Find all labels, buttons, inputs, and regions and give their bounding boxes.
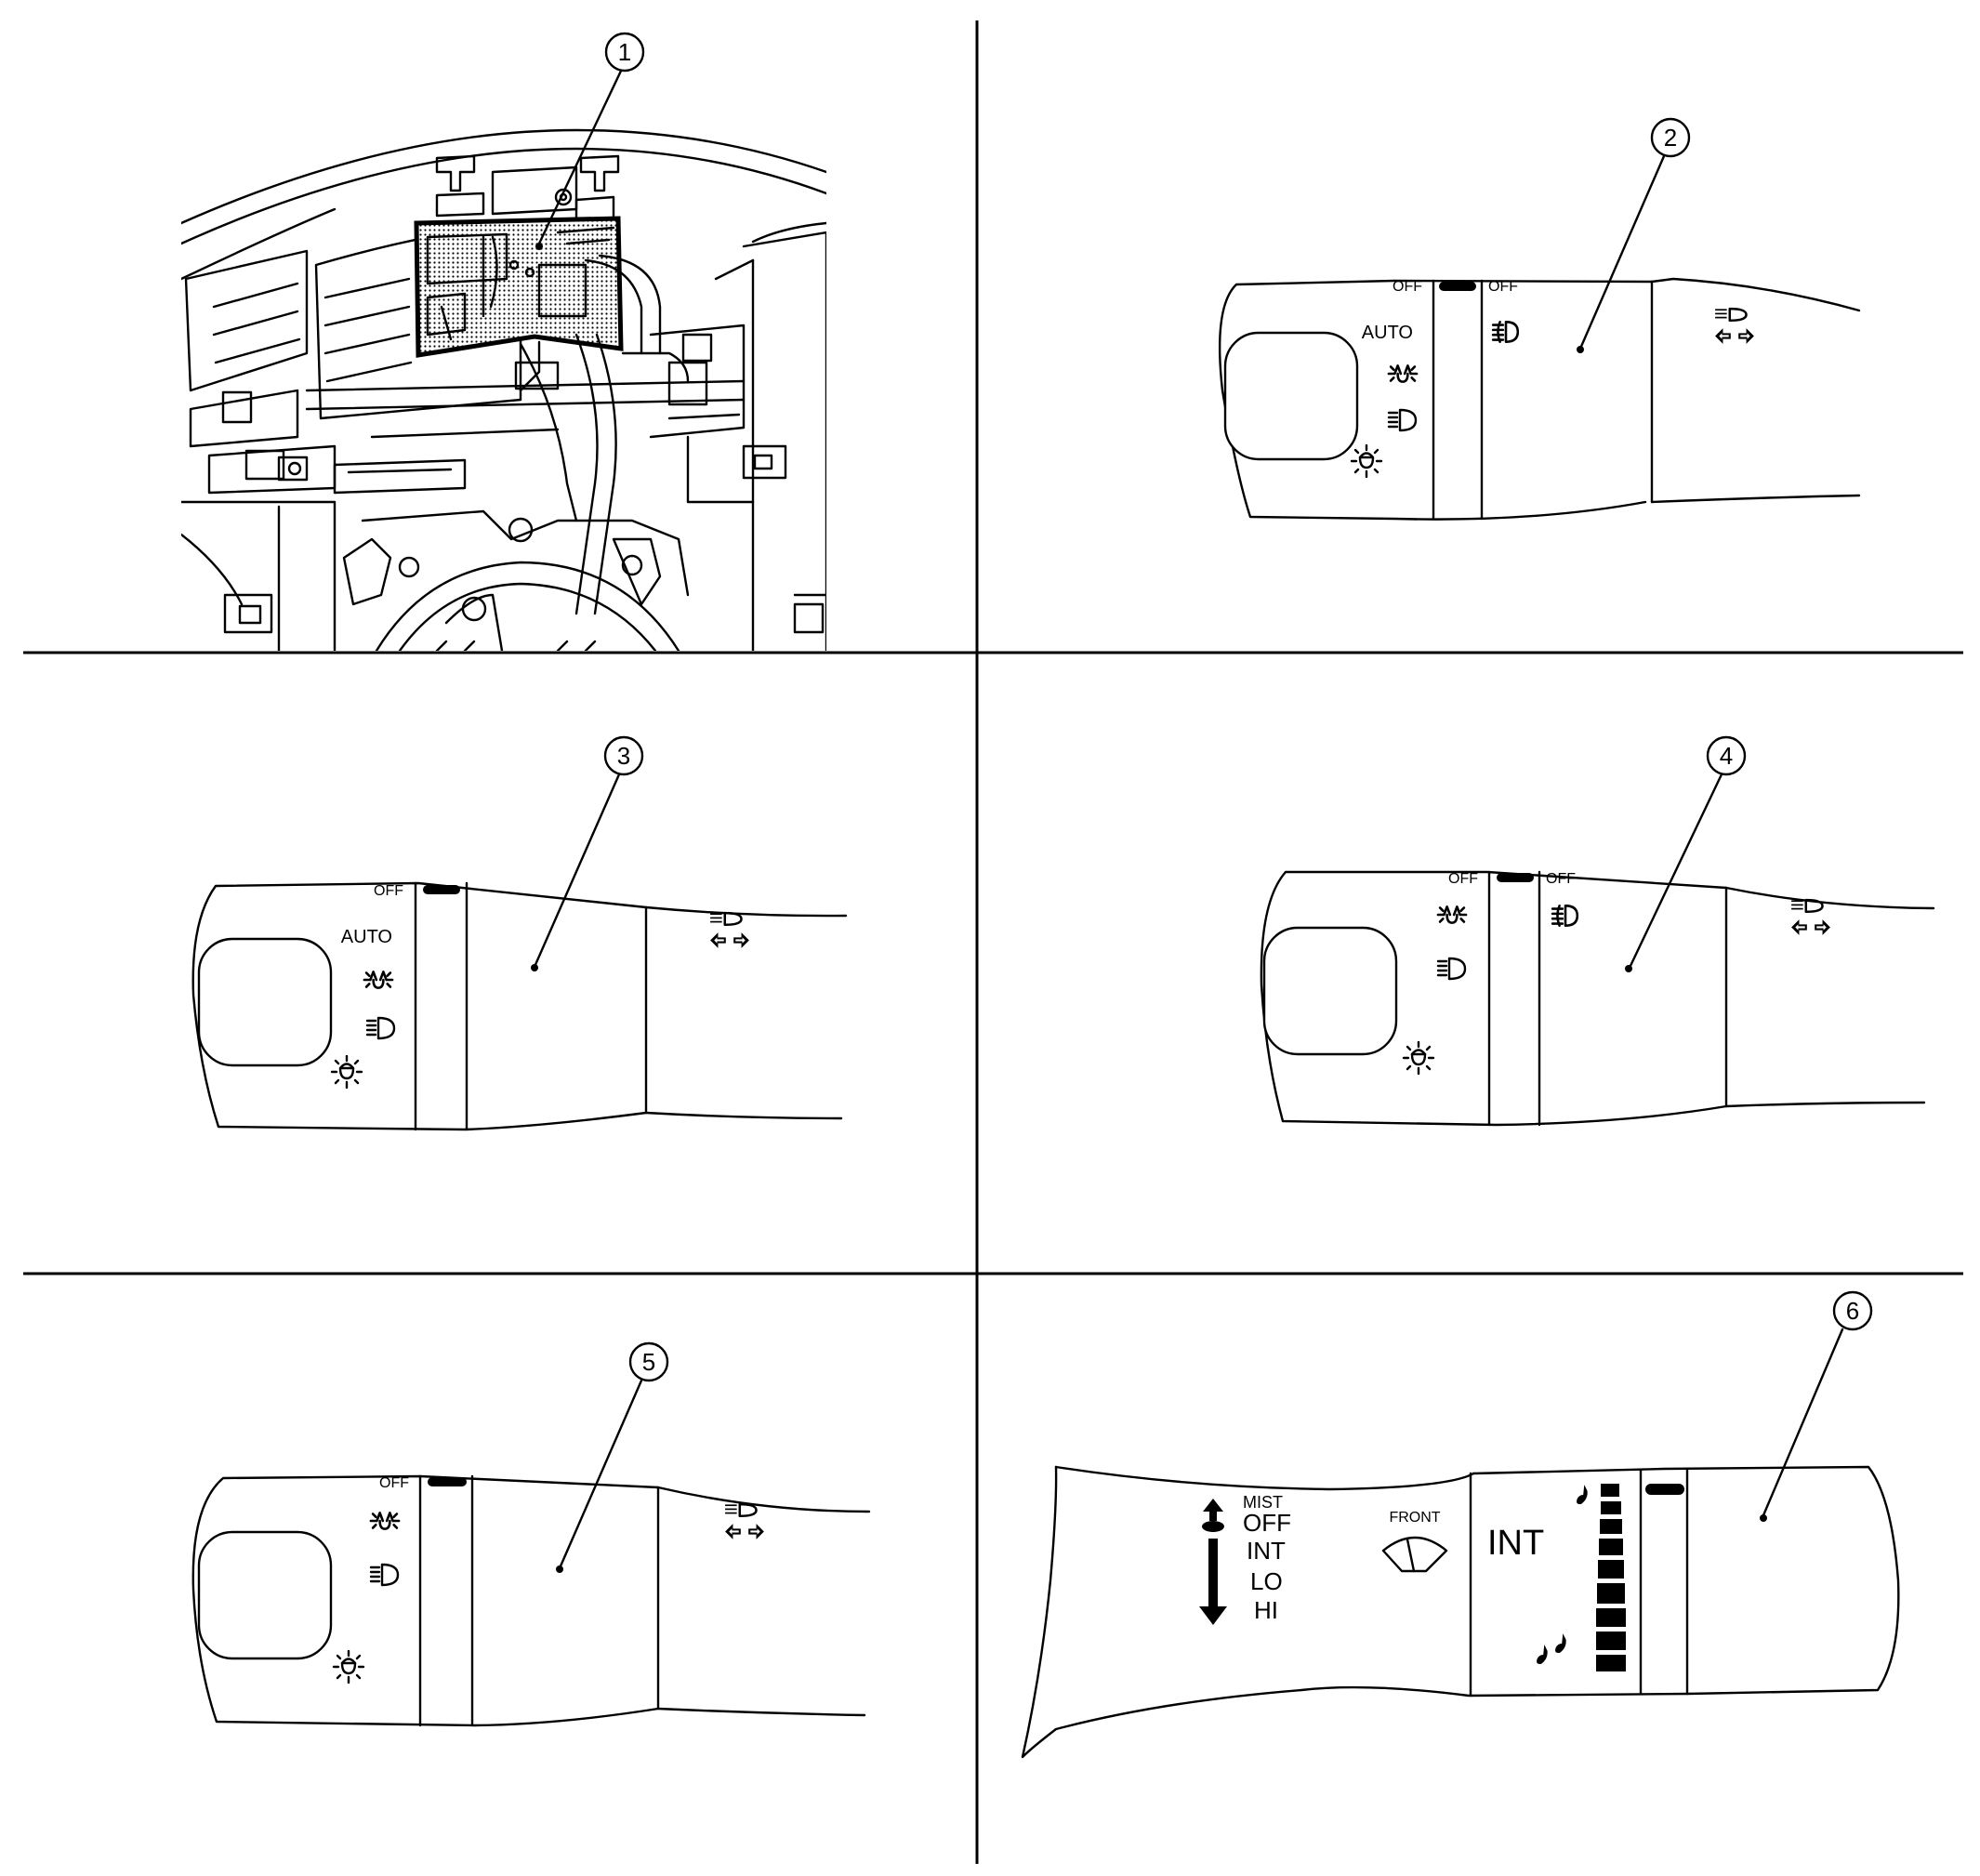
rain-drop-icon [1537, 1645, 1548, 1664]
front-wiper-icon [1381, 1536, 1448, 1573]
parking-light-icon [369, 1512, 401, 1530]
svg-text:4: 4 [1720, 742, 1733, 770]
int-dial-label: INT [1487, 1524, 1544, 1563]
auto-light-sensor-icon [1402, 1041, 1435, 1075]
front-fog-icon [1551, 905, 1579, 927]
panel-light-switch-auto: OFF AUTO [191, 773, 848, 1131]
int-speed-scale [1596, 1484, 1626, 1671]
wiper-off-label: OFF [1243, 1509, 1291, 1537]
wiper-lo-label: LO [1250, 1567, 1283, 1595]
panel-dividers [23, 20, 1963, 1864]
auto-light-sensor-icon [332, 1650, 365, 1684]
auto-light-sensor-icon [1350, 444, 1383, 478]
leader-line-6 [1762, 1328, 1844, 1517]
headlight-icon [1436, 957, 1467, 981]
callout-5: 5 [628, 1341, 669, 1382]
leader-line-3 [533, 773, 621, 969]
wiper-hi-label: HI [1254, 1596, 1278, 1624]
panel-light-switch-basic: OFF [191, 1379, 871, 1727]
rain-drop-icon [1577, 1485, 1588, 1504]
turn-signal-icon [1713, 307, 1756, 346]
callout-markers: 1 2 3 4 5 6 [603, 32, 1873, 1382]
parking-light-icon [1387, 364, 1419, 383]
front-fog-icon [1491, 321, 1520, 343]
turn-signal-icon [708, 911, 751, 950]
panel-light-switch-auto-fog: OFF OFF AUTO [1218, 154, 1861, 521]
front-label: FRONT [1389, 1510, 1440, 1526]
callout-1: 1 [604, 32, 645, 73]
light-off-label: OFF [1393, 279, 1422, 295]
light-off-label: OFF [379, 1475, 409, 1491]
auto-light-sensor-icon [330, 1055, 363, 1089]
turn-signal-icon [1789, 898, 1832, 937]
light-off-label: OFF [1448, 871, 1478, 887]
svg-text:3: 3 [617, 742, 630, 770]
callout-6: 6 [1832, 1290, 1873, 1331]
svg-text:1: 1 [618, 38, 631, 66]
callout-2: 2 [1650, 117, 1691, 158]
svg-text:5: 5 [642, 1348, 655, 1376]
panel-light-switch-fog: OFF OFF [1260, 773, 1935, 1127]
light-off-label: OFF [374, 883, 403, 899]
leader-line-2 [1578, 154, 1666, 350]
mist-label: MIST [1243, 1493, 1283, 1512]
parking-light-icon [1436, 905, 1468, 924]
washer-mist-icon [1203, 1499, 1223, 1521]
svg-text:2: 2 [1664, 124, 1677, 152]
leader-line-5 [558, 1379, 643, 1570]
leader-line-4 [1628, 773, 1723, 970]
auto-label: AUTO [341, 927, 392, 947]
panel-wiper-switch: MIST OFF INT LO HI FRONT INT [1021, 1328, 1900, 1759]
rain-drop-icon [1555, 1633, 1566, 1653]
headlight-icon [369, 1563, 400, 1587]
panel-steering-column [181, 65, 826, 651]
parking-light-icon [363, 971, 394, 989]
wiper-int-label: INT [1247, 1537, 1286, 1565]
lever-stalk [1650, 277, 1861, 312]
fog-off-label: OFF [1546, 871, 1576, 887]
turn-signal-icon [723, 1502, 766, 1541]
headlight-icon [365, 1016, 396, 1040]
leader-line-1 [537, 65, 625, 245]
auto-label: AUTO [1362, 323, 1413, 343]
callout-3: 3 [603, 735, 644, 776]
headlight-icon [1387, 408, 1418, 432]
callout-4: 4 [1706, 735, 1747, 776]
svg-text:6: 6 [1846, 1297, 1859, 1325]
fog-off-label: OFF [1488, 279, 1518, 295]
